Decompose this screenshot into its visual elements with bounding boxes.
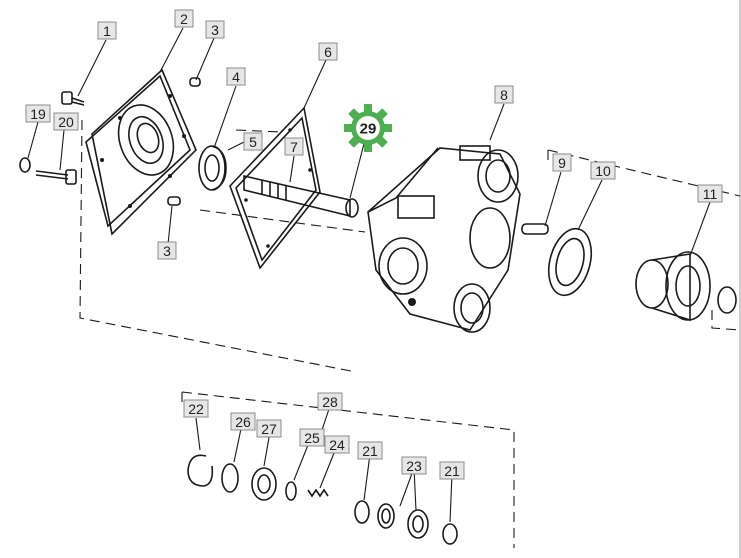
callout-23-box: 23: [401, 456, 427, 475]
leader-lines: [27, 27, 711, 523]
gear-housing: [367, 145, 521, 333]
guide-pin: [521, 223, 549, 235]
callout-21b-box: 21: [439, 461, 465, 480]
callout-1: 1: [103, 23, 111, 39]
seal-27: [251, 467, 277, 501]
seal-kit-outline: [181, 129, 515, 548]
cover-plate: [85, 68, 197, 236]
dowel-pin-bottom: [167, 196, 181, 206]
shaft: [243, 174, 359, 218]
callout-9-box: 9: [552, 153, 572, 172]
callout-26: 26: [235, 414, 251, 430]
callout-8: 8: [500, 87, 508, 103]
callout-5: 5: [249, 134, 257, 150]
callout-6-box: 6: [318, 42, 338, 61]
callout-21a: 21: [362, 443, 378, 459]
callout-3a: 3: [211, 22, 219, 38]
washer: [19, 157, 31, 173]
o-ring-21b: [442, 523, 458, 545]
callout-1-box: 1: [97, 21, 117, 40]
callout-10: 10: [595, 163, 611, 179]
callout-7-box: 7: [284, 137, 304, 156]
callout-11-box: 11: [697, 184, 723, 203]
gear-icon: [344, 104, 392, 152]
callout-22: 22: [188, 401, 204, 417]
seal-23a: [377, 503, 395, 529]
o-ring-26: [221, 463, 239, 493]
callout-27-box: 27: [256, 419, 282, 438]
callout-25: 25: [304, 430, 320, 446]
bolt: [61, 91, 85, 106]
callout-27: 27: [261, 421, 277, 437]
callout-10-box: 10: [590, 161, 616, 180]
clutch-drum: [635, 251, 737, 322]
callout-11: 11: [703, 186, 718, 202]
o-ring-21a: [354, 500, 370, 524]
callout-3a-box: 3: [205, 20, 225, 39]
callout-4-box: 4: [226, 67, 246, 86]
callout-22-box: 22: [183, 399, 209, 418]
callout-25-box: 25: [299, 428, 325, 447]
callout-2: 2: [180, 11, 188, 27]
callout-9: 9: [558, 155, 566, 171]
callout-21b: 21: [444, 463, 460, 479]
callout-5-box: 5: [243, 132, 263, 151]
callout-28: 28: [322, 394, 338, 410]
callout-19: 19: [30, 106, 46, 122]
main-assembly-outline: [79, 119, 741, 373]
callout-26-box: 26: [230, 412, 256, 431]
callout-29: 29: [360, 121, 377, 138]
callout-8-box: 8: [494, 85, 514, 104]
callout-20-box: 20: [53, 112, 79, 131]
callout-23: 23: [406, 458, 422, 474]
callout-6: 6: [324, 44, 332, 60]
thrust-washer: [547, 227, 593, 297]
dowel-pin-top: [189, 77, 201, 87]
callout-24: 24: [329, 437, 345, 453]
callout-28-box: 28: [317, 392, 343, 411]
highlight-badge[interactable]: 29: [344, 104, 392, 152]
spring-24: [307, 488, 329, 498]
o-ring-25: [285, 481, 297, 501]
callout-21a-box: 21: [357, 441, 383, 460]
seal-23b: [407, 509, 429, 539]
callout-20: 20: [58, 114, 74, 130]
screw: [35, 169, 77, 185]
callout-24-box: 24: [324, 435, 350, 454]
callout-3b-box: 3: [157, 241, 177, 260]
callout-19-box: 19: [25, 104, 51, 123]
snap-ring: [187, 454, 214, 487]
callout-4: 4: [232, 69, 240, 85]
callout-3b: 3: [163, 243, 171, 259]
gasket: [229, 106, 321, 270]
callout-7: 7: [290, 139, 298, 155]
callout-2-box: 2: [174, 9, 194, 28]
bearing: [198, 145, 227, 191]
